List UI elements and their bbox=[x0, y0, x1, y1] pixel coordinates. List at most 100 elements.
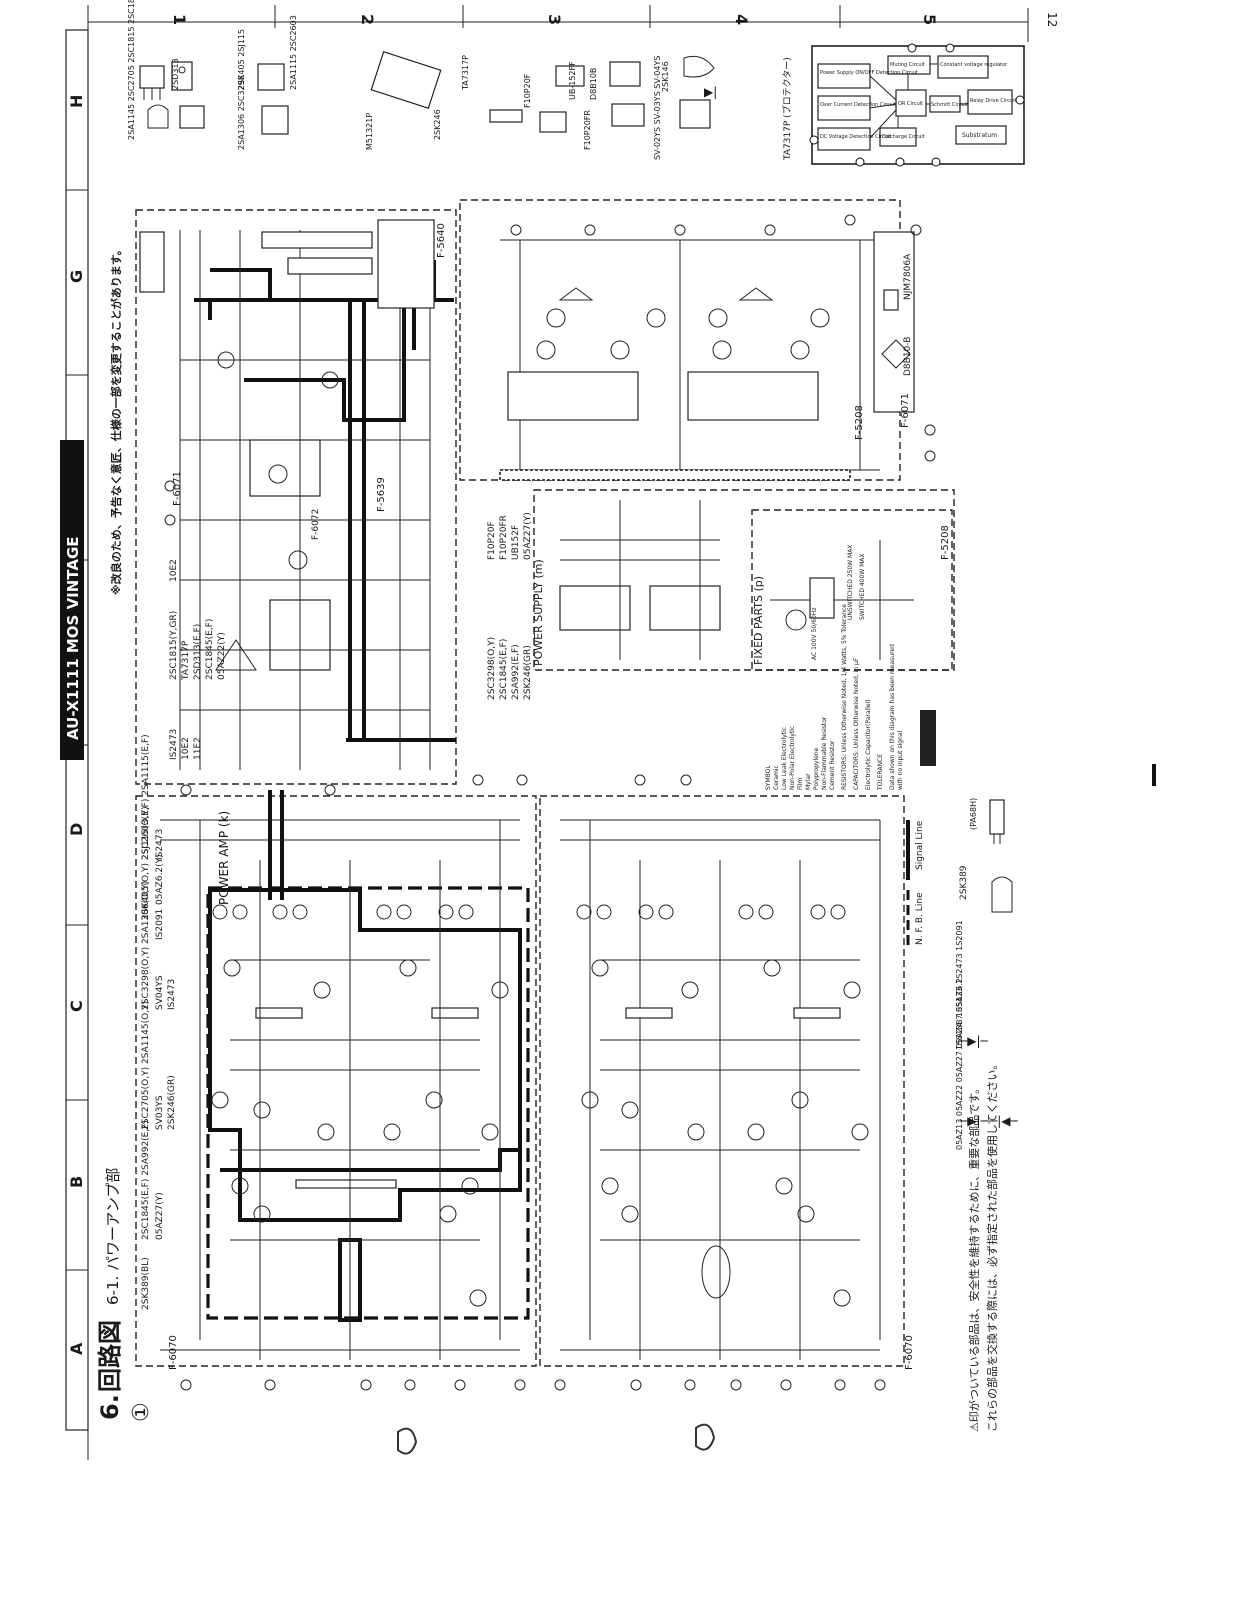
ps-semi-6: UB152F bbox=[511, 525, 521, 560]
prot-semi-2: 11E2 bbox=[193, 737, 203, 760]
bd-schmitt: Schmitt Circuit bbox=[931, 102, 968, 108]
prot-semi-8: 10E2 bbox=[169, 559, 179, 582]
fixed-parts-area bbox=[751, 509, 953, 671]
note-10: CAPACITORS: Unless Otherwise Noted, in μ… bbox=[853, 657, 860, 790]
power-amp-upper bbox=[135, 790, 537, 1367]
grid-letter-b: B bbox=[67, 1176, 86, 1188]
bd-muting: Muting Circuit bbox=[890, 62, 925, 68]
prot-semi-6: 2SC1845(E,F) bbox=[205, 619, 215, 680]
part-outlines-bottom: ─▶|─ ─|◀─ ─▶|─ bbox=[959, 799, 1018, 1128]
package-label-4: 2SA1306 2SC3298 bbox=[237, 75, 246, 150]
package-label-14: 2SK389 bbox=[959, 865, 969, 900]
pa-semi-4: SV03YS bbox=[155, 1095, 165, 1130]
terminal-circles bbox=[164, 214, 936, 1391]
scan-mark bbox=[1152, 764, 1156, 786]
note-11: Electrolytic Capacitor(Parallel) bbox=[865, 699, 872, 790]
board-label-f6070-lower: F-6070 bbox=[904, 1335, 915, 1370]
pa-semi-0: 2SK389(BL) bbox=[141, 1257, 151, 1310]
power-amp-lower bbox=[539, 795, 905, 1367]
board-label-f6071-lower: F-6071 bbox=[900, 393, 911, 428]
pa-semi-10: 2SK405(O,Y) 2SJ115(O,Y) bbox=[141, 806, 151, 920]
ps-semi-0: 2SC3298(O,Y) bbox=[487, 637, 497, 700]
prot-semi-4: TA7317P bbox=[181, 640, 191, 681]
package-label-5: M51321P bbox=[365, 113, 374, 150]
bd-power-detect: Power Supply ON/OFF Detection Circuit bbox=[820, 70, 918, 76]
note-6: Polypropylene bbox=[813, 747, 820, 790]
grid-number-4: 4 bbox=[732, 14, 751, 25]
package-label-12: 2SK146 bbox=[661, 61, 670, 92]
board-label-f6071-upper: F-6071 bbox=[172, 471, 183, 506]
grid-number-5: 5 bbox=[920, 14, 939, 25]
bd-caption: TA7317P (プロテクター) bbox=[782, 57, 793, 161]
ps-semi-2: 2SA992(E,F) bbox=[511, 644, 521, 700]
sheet-frame bbox=[65, 5, 1029, 1460]
package-label-16: 1SS188 1SS133 1S2473 1S2091 bbox=[955, 920, 964, 1050]
pa-semi-8: IS2473 bbox=[167, 979, 177, 1010]
pa-semi-7: SV04YS bbox=[155, 975, 165, 1010]
ps-semi-1: 2SC1845(E,F) bbox=[499, 639, 509, 700]
board-label-f5208-upper: F-5208 bbox=[854, 405, 865, 440]
pa-semi-6: 2SC3298(O,Y) 2SA1306(O,Y) bbox=[141, 881, 151, 1010]
note-4: Film bbox=[797, 778, 804, 790]
grid-letter-a: A bbox=[67, 1342, 86, 1355]
board-label-f6070-upper: F-6070 bbox=[168, 1335, 179, 1370]
bd-dc-detect: DC Voltage Detection Circuit bbox=[820, 134, 891, 140]
package-label-8: F10P20F bbox=[523, 73, 532, 108]
board-label-f5640: F-5640 bbox=[436, 223, 447, 258]
bd-or: OR Circuit bbox=[898, 101, 923, 107]
note-3: Non-Polar Electrolytic bbox=[789, 726, 796, 790]
ps-semi-4: F10P20F bbox=[487, 521, 497, 560]
legend-signal-line: Signal Line bbox=[915, 820, 925, 870]
bd-relay: Relay Drive Circuit bbox=[970, 98, 1016, 104]
package-label-13: SV-02YS SV-03YS SV-04YS bbox=[653, 56, 662, 160]
note-0: SYMBOL bbox=[765, 765, 772, 790]
binder-holes bbox=[397, 1423, 716, 1455]
section-title: 回路図 bbox=[96, 1320, 124, 1392]
pa-semi-12: 2SC2603(E,F) 2SA1115(E,F) bbox=[141, 734, 151, 860]
note-13: Data shown on this diagram has been meas… bbox=[889, 644, 896, 790]
bridge-name: D8B10-B bbox=[903, 337, 913, 376]
symbol-notes bbox=[920, 710, 936, 766]
note-8: Cement Resistor bbox=[829, 740, 836, 790]
pa-semi-5: 2SK246(GR) bbox=[167, 1075, 177, 1130]
pa-semi-9: IS2091 bbox=[155, 909, 165, 940]
ps-semi-5: F10P20FR bbox=[499, 515, 509, 560]
note-5: Mylar bbox=[805, 773, 812, 790]
pa-semi-11: 05AZ6.2(Y) bbox=[155, 854, 165, 905]
grid-number-3: 3 bbox=[545, 14, 564, 25]
legend-nfb-line: N. F. B. Line bbox=[915, 892, 925, 945]
ps-semi-3: 2SK246(GR) bbox=[523, 645, 533, 700]
change-notice: ※改良のため、予告なく意匠、仕様の一部を変更することがあります。 bbox=[109, 244, 123, 595]
package-label-2: 2SK405 2SJ115 bbox=[237, 29, 246, 90]
prot-semi-1: 10E2 bbox=[181, 737, 191, 760]
svg-text:─▶|─: ─▶|─ bbox=[959, 1114, 988, 1128]
ps-semi-7: 05AZ27(Y) bbox=[523, 512, 533, 560]
package-label-1: 2SD313 bbox=[171, 58, 180, 90]
safety-warning-line1: ⚠印がついている部品は、安全性を維持するために、重要な部品です。 bbox=[967, 1083, 981, 1432]
power-supply-area bbox=[459, 199, 955, 671]
prot-semi-3: 2SC1815(Y,GR) bbox=[169, 611, 179, 680]
svg-text:▶|: ▶| bbox=[704, 85, 717, 99]
pa-semi-13: IS2473 bbox=[155, 829, 165, 860]
fixed-switched-label: SWITCHED 400W MAX bbox=[859, 553, 866, 620]
pa-semi-1: 2SC1845(E,F) 2SA992(E,F) bbox=[141, 1120, 151, 1240]
bd-overcurrent: Over Current Detection Circuit bbox=[820, 102, 896, 108]
protector-area bbox=[135, 209, 457, 785]
circled-label: ① bbox=[129, 1402, 154, 1422]
fixed-parts-label: FIXED PARTS (p) bbox=[752, 576, 765, 665]
fixed-unswitched-label: UNSWITCHED 250W MAX bbox=[847, 545, 854, 620]
package-label-3: 2SA1115 2SC2603 bbox=[289, 15, 298, 90]
prot-semi-7: 05AZ22(Y) bbox=[217, 632, 227, 680]
grid-letter-d: D bbox=[67, 823, 86, 836]
board-label-f6072: F-6072 bbox=[311, 509, 321, 540]
safety-warning-line2: これらの部品を交換する際には、必ず指定された部品を使用してください。 bbox=[985, 1059, 999, 1432]
bd-regulator: Constant voltage regulator bbox=[940, 62, 1008, 68]
grid-number-1: 1 bbox=[170, 14, 189, 25]
package-label-15: 05AZ13 05AZ22 05AZ27 05AZ4.7 05AZ6.2 bbox=[955, 978, 964, 1150]
package-label-17: (PA68H) bbox=[969, 798, 978, 830]
package-label-0: 2SA1145 2SC2705 2SC1815 2SC1845 2SA992 bbox=[127, 0, 136, 140]
bd-discharge: Discharge Circuit bbox=[882, 134, 925, 140]
grid-letter-h: H bbox=[67, 95, 86, 108]
grid-letter-g: G bbox=[67, 270, 86, 283]
